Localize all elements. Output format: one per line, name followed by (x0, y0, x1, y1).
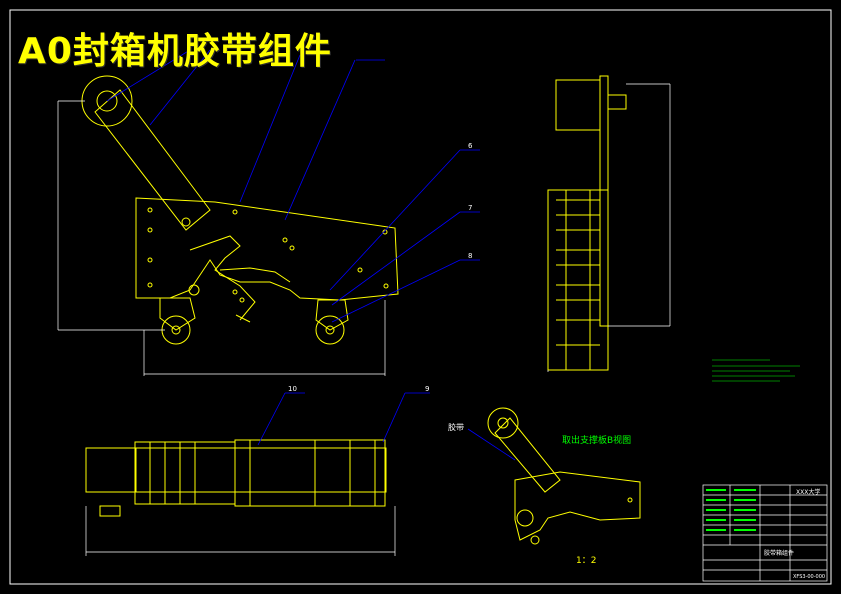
hole (357, 267, 363, 273)
leader-lines (106, 49, 516, 461)
mounting-plate (135, 197, 399, 301)
tape-roller-b (487, 407, 519, 439)
motor-block (555, 79, 601, 131)
callout-8: 8 (468, 252, 472, 260)
hole (147, 207, 153, 213)
front-roller-left-hub (171, 325, 181, 335)
right-roller-bracket (315, 299, 349, 331)
top-view-body (85, 447, 387, 493)
front-roller-right (315, 315, 345, 345)
drawing-number: XFS3-00-000 (793, 574, 825, 580)
hole (383, 283, 389, 289)
callout-9: 9 (425, 385, 429, 393)
hole (147, 257, 153, 263)
part-name: 胶带箱组件 (764, 549, 794, 557)
pivot-hole (188, 284, 200, 296)
hole (282, 237, 288, 243)
side-view-dimensions (547, 83, 671, 372)
front-view (81, 75, 399, 345)
callout-10: 10 (288, 385, 297, 393)
front-roller-right-hub (325, 325, 335, 335)
front-view-dimensions (57, 100, 386, 376)
bracket (99, 505, 121, 517)
hole (232, 289, 238, 295)
plate-b (514, 471, 641, 541)
hole (147, 282, 153, 288)
left-roller-bracket (159, 297, 196, 331)
title-block-cells (706, 489, 756, 531)
arm-pivot (181, 217, 191, 227)
drawing-title: A0封箱机胶带组件 (18, 31, 332, 72)
tape-roller-b-hub (497, 417, 509, 429)
shaft-stub (607, 94, 627, 110)
top-view-dimensions (85, 506, 396, 556)
roller-b (516, 509, 534, 527)
motor-top (85, 447, 137, 493)
tape-roller-hub (96, 90, 118, 112)
callout-7: 7 (468, 204, 472, 212)
side-plate (599, 75, 609, 327)
linkage-cutout (189, 235, 256, 321)
technical-notes (712, 359, 800, 382)
removed-view (487, 407, 641, 545)
side-view (547, 75, 627, 371)
hole (289, 245, 295, 251)
callout-tape: 胶带 (448, 422, 464, 432)
hole (382, 229, 388, 235)
hole (627, 497, 633, 503)
title-block (702, 484, 828, 582)
roller-stack (547, 189, 609, 371)
hole (239, 297, 245, 303)
hole (232, 209, 238, 215)
callout-6: 6 (468, 142, 473, 150)
cutter-teeth (235, 314, 251, 323)
company-name: XXX大学 (796, 488, 820, 496)
swing-arm (94, 89, 211, 231)
slot-edge (219, 267, 291, 283)
removed-view-label: 取出支撑板B视图 (562, 434, 631, 446)
drawing-border (9, 9, 832, 585)
right-roller-frame (234, 439, 386, 507)
swing-arm-b (494, 417, 561, 493)
top-view (85, 439, 387, 517)
scale-label: 1：2 (576, 556, 596, 566)
hole (147, 227, 153, 233)
roller-b2 (530, 535, 540, 545)
